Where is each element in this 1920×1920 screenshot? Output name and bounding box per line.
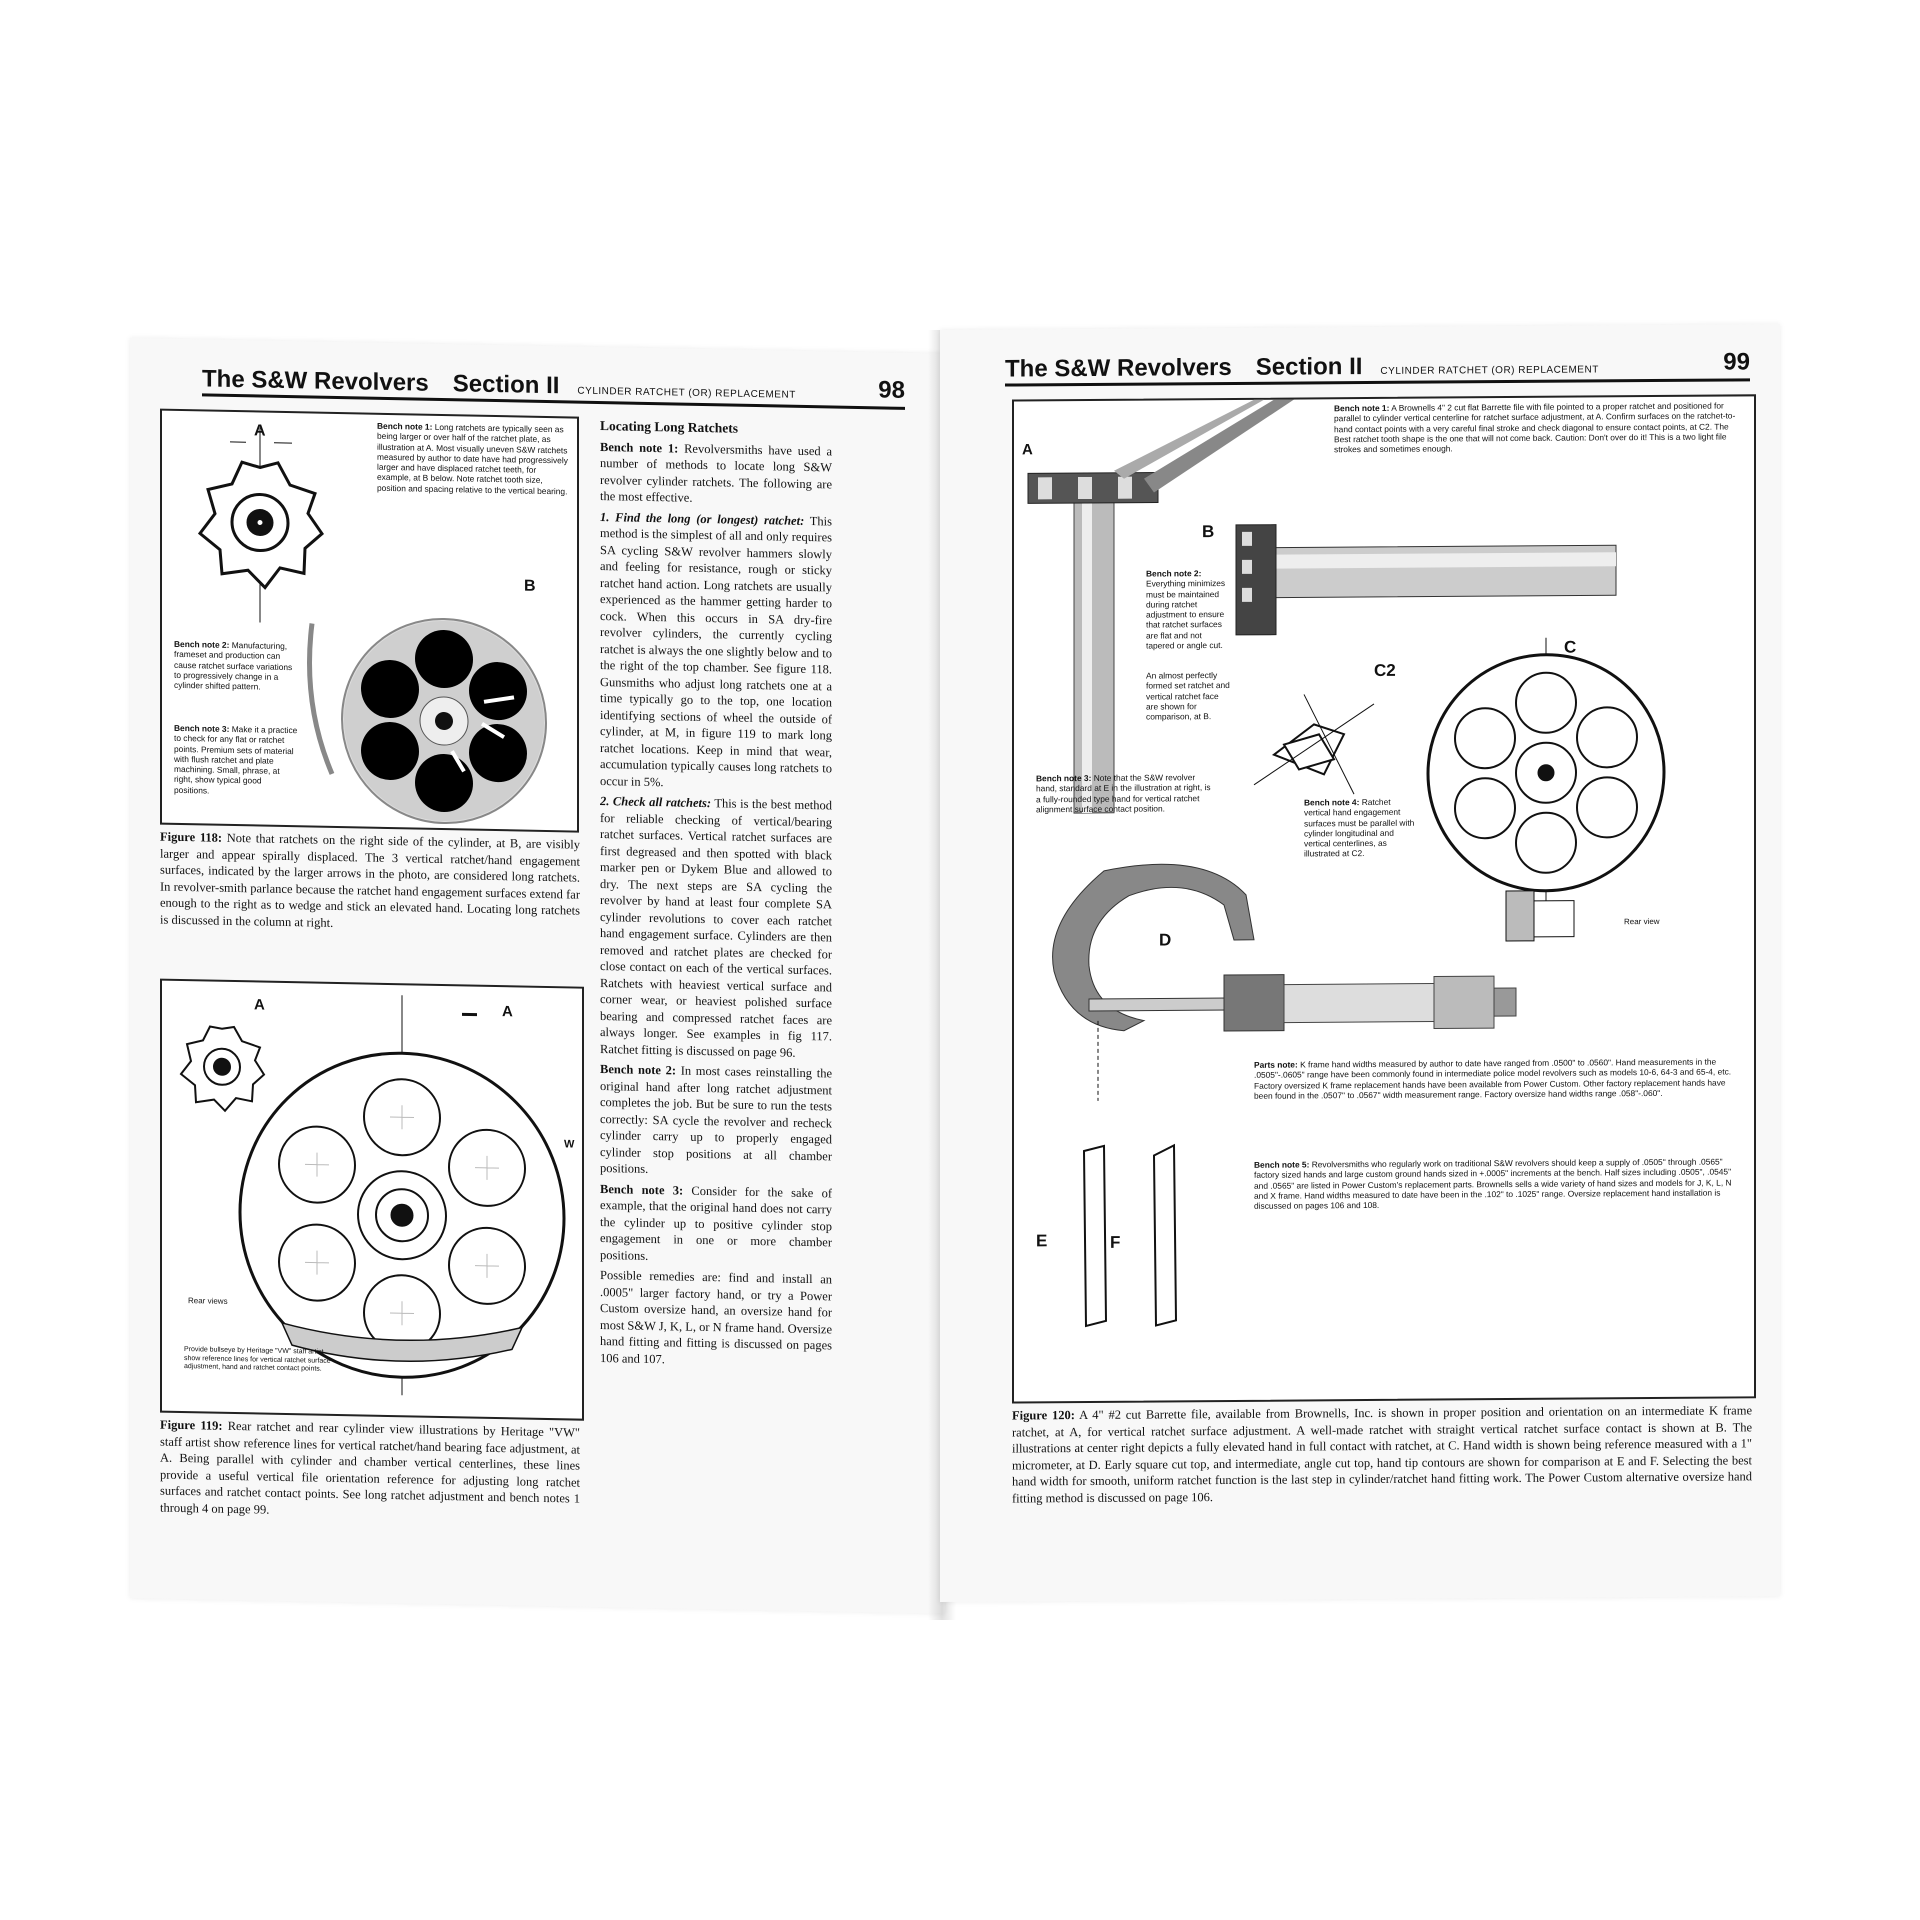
- file-on-ratchet-photo: [1027, 399, 1294, 814]
- label-a: A: [254, 422, 266, 440]
- parts-note: Parts note: K frame hand widths measured…: [1254, 1056, 1732, 1101]
- ratchet-side-photo: [1235, 524, 1617, 636]
- ratchet-star-diagram: [197, 427, 547, 825]
- figure-119-caption: Figure 119: Rear ratchet and rear cylind…: [160, 1417, 580, 1517]
- page-number: 98: [878, 376, 905, 404]
- label-f: F: [1110, 1232, 1121, 1252]
- right-page-header: The S&W Revolvers Section II CYLINDER RA…: [1005, 344, 1750, 387]
- bench-note-2: Bench note 2: Manufacturing, frameset an…: [174, 638, 293, 692]
- bench-note-paragraph-2: Bench note 2: In most cases reinstalling…: [600, 1062, 832, 1177]
- cylinder-photo: [341, 618, 547, 825]
- label-a: A: [1022, 441, 1033, 459]
- chapter-subtitle: CYLINDER RATCHET (OR) REPLACEMENT: [577, 385, 796, 401]
- column-heading: Locating Long Ratchets: [600, 418, 738, 436]
- bench-note-4: Bench note 4: Ratchet vertical hand enga…: [1304, 796, 1415, 859]
- c-cylinder-diagram: [1426, 637, 1666, 942]
- bench-note-2: Bench note 2: Everything minimizes must …: [1146, 568, 1226, 651]
- ratchet-fitting-illustrations: [1027, 399, 1666, 1328]
- right-page: The S&W Revolvers Section II CYLINDER RA…: [940, 324, 1780, 1602]
- left-page-header: The S&W Revolvers Section II CYLINDER RA…: [202, 359, 905, 410]
- label-b: B: [1202, 522, 1215, 542]
- label-c: C: [1564, 637, 1577, 657]
- rear-view-label: Rear view: [1624, 916, 1660, 927]
- label-a-small: A: [254, 996, 265, 1014]
- book-title: The S&W Revolvers: [202, 365, 429, 397]
- bench-note-paragraph-1: Bench note 1: Revolversmiths have used a…: [600, 439, 832, 506]
- figure-120-caption: Figure 120: A 4" #2 cut Barrette file, a…: [1012, 1403, 1753, 1505]
- chapter-subtitle: CYLINDER RATCHET (OR) REPLACEMENT: [1380, 364, 1599, 377]
- section-label: Section II: [452, 370, 560, 400]
- figure-119-box: A A W Rear views Provide bullseye by Her…: [160, 978, 584, 1421]
- bench-note-3: Bench note 3: Make it a practice to chec…: [174, 722, 298, 796]
- bench-note-1: Bench note 1: A Brownells 4" 2 cut flat …: [1334, 400, 1736, 455]
- c2-hand-diagram: [1253, 694, 1375, 795]
- bench-note-5: Bench note 5: Revolversmiths who regular…: [1254, 1156, 1732, 1211]
- figure-118-caption: Figure 118: Note that ratchets on the ri…: [160, 829, 581, 930]
- hand-tip-diagrams: [1082, 1020, 1178, 1328]
- label-e: E: [1036, 1231, 1048, 1251]
- figure-118-box: A B Bench note 1: Long ratchets are typi…: [160, 408, 579, 833]
- label-c2: C2: [1374, 660, 1396, 680]
- step-1-paragraph: 1. Find the long (or longest) ratchet: T…: [600, 509, 832, 790]
- book-title: The S&W Revolvers: [1005, 353, 1232, 383]
- micrometer-photo: [1052, 863, 1517, 1032]
- label-b: B: [524, 577, 536, 595]
- figure-120-box: A B C C2 D E F Rear view Bench note 1: A…: [1012, 394, 1756, 1404]
- label-w: W: [564, 1138, 575, 1151]
- label-d: D: [1159, 930, 1172, 950]
- bench-note-3: Bench note 3: Note that the S&W revolver…: [1036, 772, 1211, 815]
- bench-note-2b: An almost perfectly formed set ratchet a…: [1146, 670, 1230, 722]
- left-text-column: Locating Long Ratchets Bench note 1: Rev…: [600, 417, 832, 1606]
- rear-cylinder-diagram: [179, 995, 566, 1396]
- page-number: 99: [1723, 348, 1750, 376]
- section-label: Section II: [1255, 353, 1363, 381]
- label-a-large: A: [502, 1003, 513, 1021]
- left-page: The S&W Revolvers Section II CYLINDER RA…: [130, 338, 945, 1614]
- bench-note-1: Bench note 1: Long ratchets are typicall…: [377, 420, 568, 496]
- rear-views-label: Rear views: [188, 1296, 228, 1306]
- bench-note-paragraph-3: Bench note 3: Consider for the sake of e…: [600, 1181, 832, 1263]
- step-2-paragraph: 2. Check all ratchets: This is the best …: [600, 794, 832, 1060]
- figure-119-note: Provide bullseye by Heritage "VW" staff …: [184, 1346, 331, 1373]
- remedies-paragraph: Possible remedies are: find and install …: [600, 1268, 832, 1367]
